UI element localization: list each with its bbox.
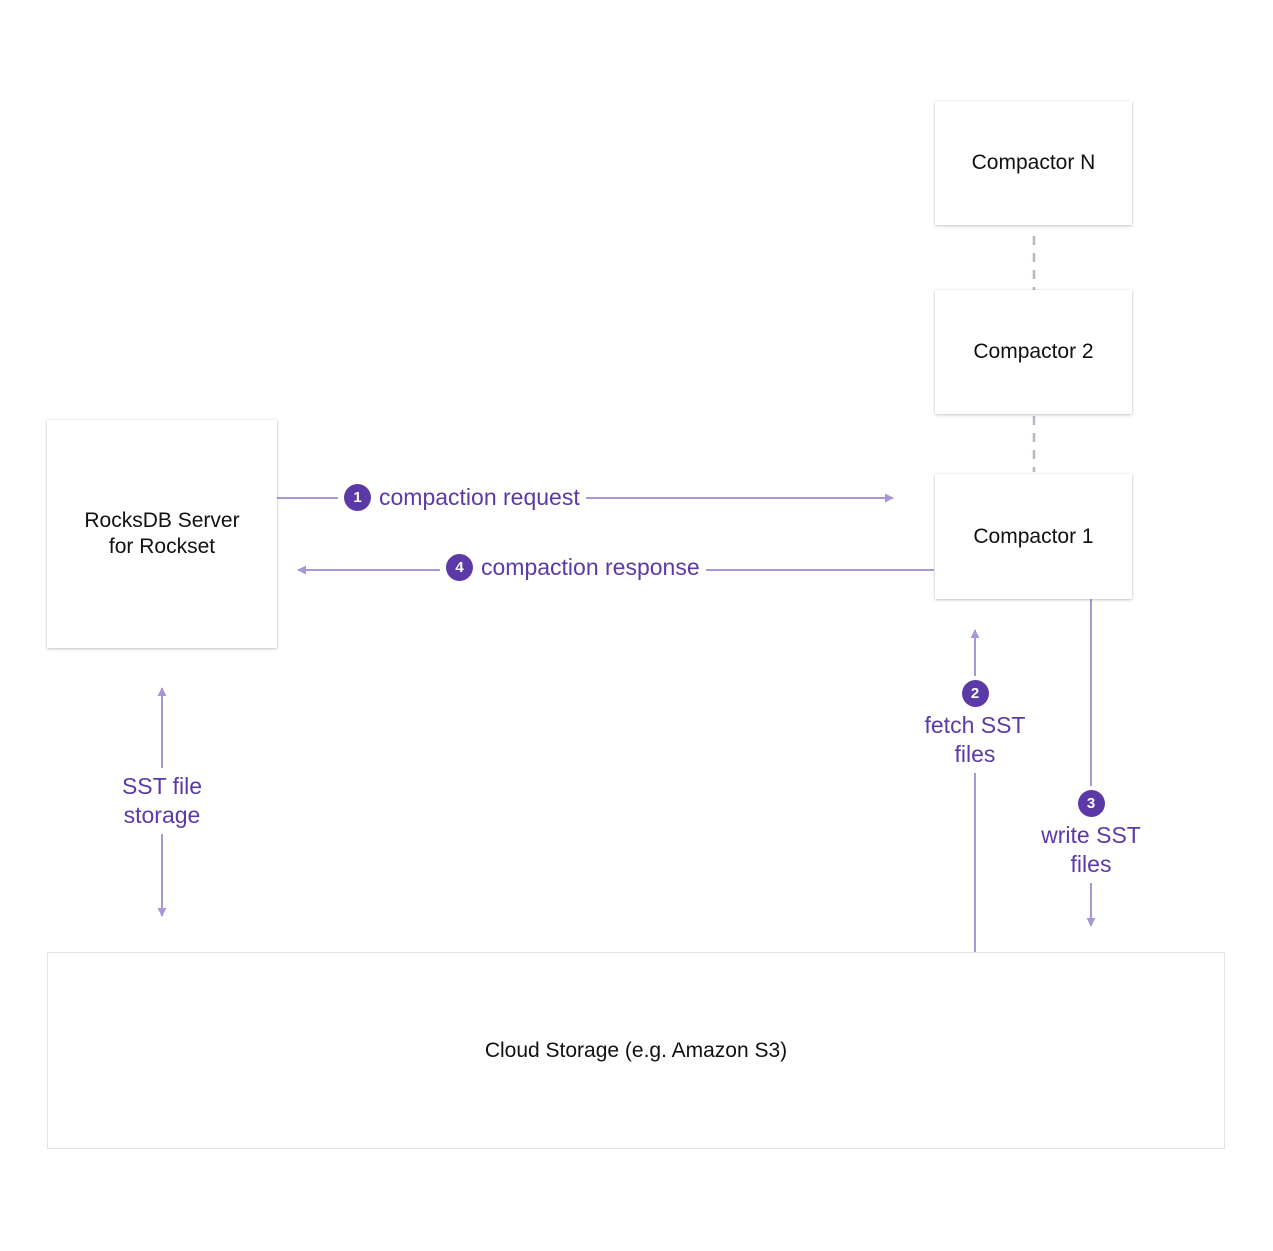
step-3-badge: 3 <box>1077 790 1105 817</box>
sst-storage-label: SST file storage <box>104 768 220 834</box>
compaction-request-label: 1 compaction request <box>338 483 586 512</box>
write-sst-line2: files <box>1070 851 1112 877</box>
compactor-1-box: Compactor 1 <box>935 474 1132 599</box>
compaction-request-text: compaction request <box>379 484 580 510</box>
rocksdb-server-line2: for Rockset <box>108 535 216 558</box>
compaction-response-text: compaction response <box>481 554 700 580</box>
step-2-badge: 2 <box>961 680 989 707</box>
step-1-badge: 1 <box>344 484 371 511</box>
write-sst-line1: write SST <box>1041 822 1141 848</box>
compactor-2-box: Compactor 2 <box>935 290 1132 414</box>
fetch-sst-label: 2 fetch SST files <box>912 676 1038 773</box>
sst-storage-line2: storage <box>123 802 201 828</box>
compactor-1-label: Compactor 1 <box>973 524 1094 548</box>
compaction-response-label: 4 compaction response <box>440 553 706 582</box>
compactor-2-label: Compactor 2 <box>973 340 1094 363</box>
sst-storage-line1: SST file <box>121 773 203 799</box>
write-sst-label: 3 write SST files <box>1028 786 1154 883</box>
cloud-storage-box: Cloud Storage (e.g. Amazon S3) <box>47 952 1225 1149</box>
rocksdb-server-line1: RocksDB Server <box>84 509 240 532</box>
compactor-n-box: Compactor N <box>935 101 1132 225</box>
cloud-storage-label: Cloud Storage (e.g. Amazon S3) <box>484 1038 788 1062</box>
fetch-sst-line1: fetch SST <box>924 712 1026 738</box>
compactor-n-label: Compactor N <box>971 151 1096 174</box>
rocksdb-server-box: RocksDB Server for Rockset <box>47 420 277 648</box>
fetch-sst-line2: files <box>954 741 996 767</box>
rocksdb-server-label: RocksDB Server for Rockset <box>84 508 239 560</box>
step-4-badge: 4 <box>446 554 473 581</box>
